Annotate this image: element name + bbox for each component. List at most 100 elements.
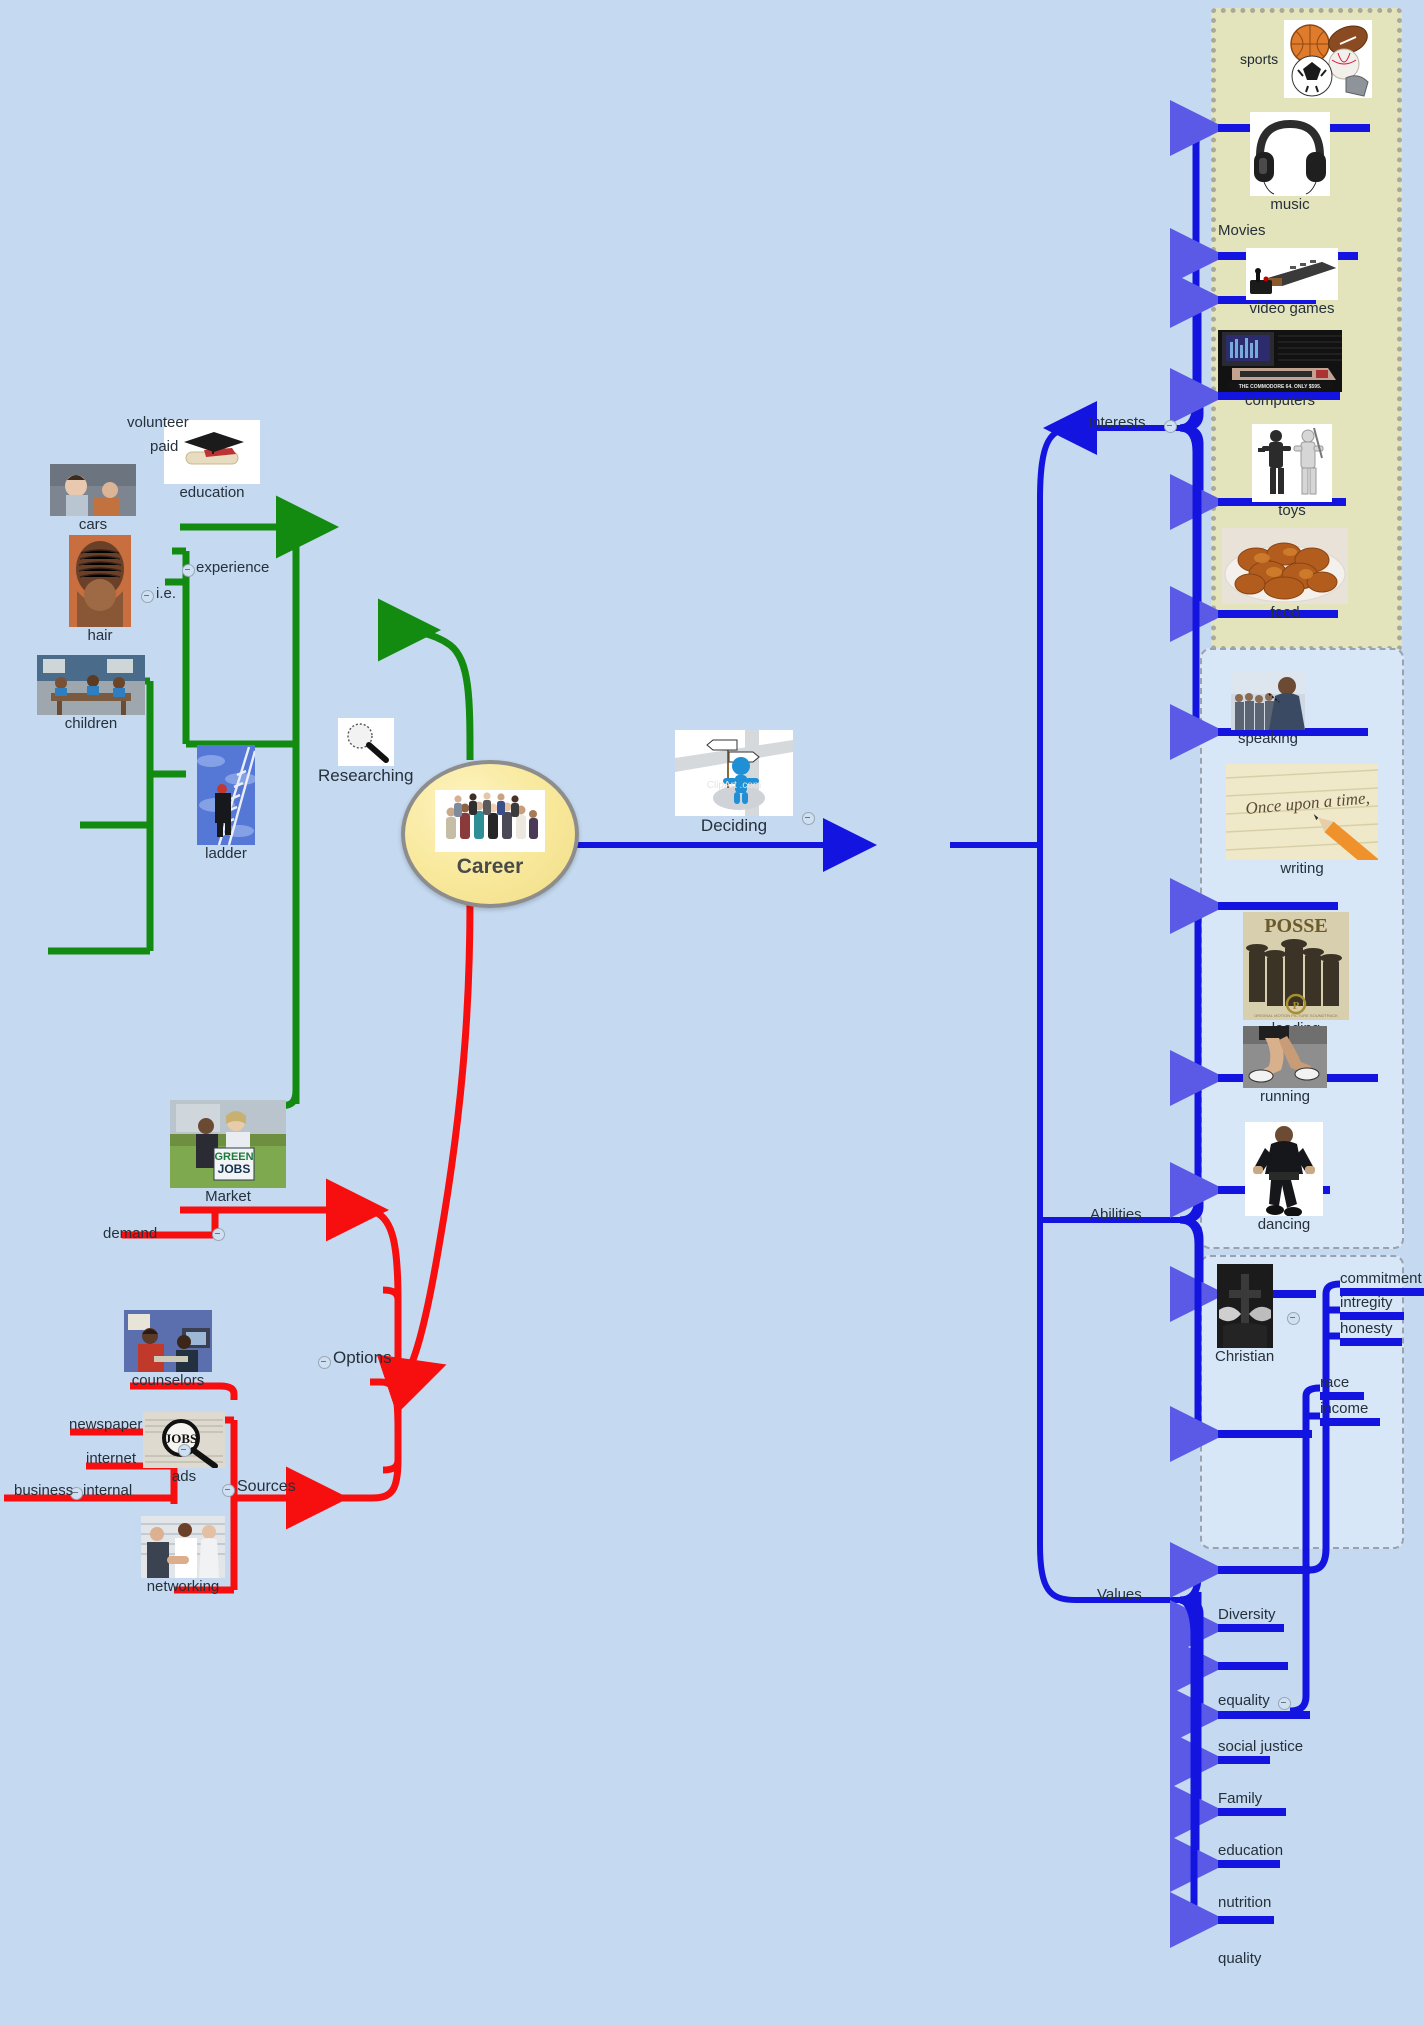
node-experience-label: experience xyxy=(196,559,270,576)
posse-movie-poster-photo: POSSE P ORIGINAL MOTION PICTURE SOUNDTRA… xyxy=(1243,912,1349,1020)
collapse-ads[interactable] xyxy=(178,1444,191,1457)
node-sports[interactable]: sports xyxy=(1240,20,1373,98)
node-ads[interactable]: JOBS ads xyxy=(143,1412,225,1485)
node-cars[interactable]: cars xyxy=(50,464,136,533)
node-movies[interactable]: Movies xyxy=(1218,222,1266,239)
graduation-cap-diploma-photo xyxy=(164,420,260,484)
node-honesty[interactable]: honesty xyxy=(1340,1320,1393,1337)
node-volunteer[interactable]: volunteer xyxy=(127,414,189,431)
node-internet[interactable]: internet xyxy=(86,1450,136,1467)
node-ie[interactable]: i.e. xyxy=(156,585,176,602)
node-christian-label: Christian xyxy=(1215,1348,1275,1365)
node-children[interactable]: children xyxy=(37,655,145,732)
node-family-label: Family xyxy=(1218,1790,1263,1807)
node-social-justice[interactable]: social justice xyxy=(1218,1738,1303,1755)
node-commitment-label: commitment xyxy=(1340,1270,1422,1287)
collapse-sources[interactable] xyxy=(222,1484,235,1497)
node-video-games[interactable]: video games xyxy=(1246,248,1338,317)
node-nutrition[interactable]: nutrition xyxy=(1218,1894,1271,1911)
node-intregity[interactable]: intregity xyxy=(1340,1294,1393,1311)
node-interests[interactable]: Interests xyxy=(1088,414,1146,431)
assorted-sports-balls-photo xyxy=(1284,20,1373,98)
node-family[interactable]: Family xyxy=(1218,1790,1262,1807)
node-income[interactable]: income xyxy=(1320,1400,1368,1417)
node-sources[interactable]: Sources xyxy=(237,1478,296,1496)
collapse-christian[interactable] xyxy=(1287,1312,1300,1325)
node-toys-label: toys xyxy=(1278,502,1306,519)
node-business[interactable]: business xyxy=(14,1482,73,1499)
svg-text:JOBS: JOBS xyxy=(218,1162,251,1176)
collapse-equality[interactable] xyxy=(1278,1697,1291,1710)
node-music[interactable]: music xyxy=(1250,112,1330,213)
node-ladder[interactable]: ladder xyxy=(197,745,257,862)
hands-holding-cross-photo xyxy=(1216,1264,1273,1348)
node-hair[interactable]: hair xyxy=(69,535,131,644)
node-speaking-label: speaking xyxy=(1237,730,1299,747)
collapse-demand[interactable] xyxy=(212,1228,225,1241)
node-networking[interactable]: networking xyxy=(141,1516,225,1595)
node-networking-label: networking xyxy=(146,1578,220,1595)
node-diversity-label: Diversity xyxy=(1218,1606,1276,1623)
node-speaking[interactable]: speaking xyxy=(1231,672,1305,747)
node-running[interactable]: running xyxy=(1243,1026,1327,1105)
node-writing[interactable]: Once upon a time, writing xyxy=(1225,764,1388,878)
node-music-label: music xyxy=(1270,196,1310,213)
node-demand[interactable]: demand xyxy=(103,1225,157,1242)
central-node-image xyxy=(435,789,545,852)
node-options[interactable]: Options xyxy=(333,1348,392,1368)
node-diversity[interactable]: Diversity xyxy=(1218,1606,1276,1623)
node-abilities[interactable]: Abilities xyxy=(1090,1206,1142,1223)
atari-console-joystick-photo xyxy=(1246,248,1338,300)
node-researching-label: Researching xyxy=(318,766,414,785)
node-sports-label: sports xyxy=(1240,51,1279,67)
node-ladder-label: ladder xyxy=(205,845,247,862)
collapse-internal[interactable] xyxy=(70,1487,83,1500)
node-children-label: children xyxy=(64,715,118,732)
node-computers[interactable]: THE COMMODORE 64. ONLY $595. computers xyxy=(1218,330,1342,409)
node-food[interactable]: food xyxy=(1222,528,1348,621)
node-cars-label: cars xyxy=(78,516,108,533)
collapse-ie[interactable] xyxy=(141,590,154,603)
node-race[interactable]: race xyxy=(1320,1374,1349,1391)
commodore-64-ad-photo: THE COMMODORE 64. ONLY $595. xyxy=(1218,330,1342,392)
node-education-label: education xyxy=(179,484,245,501)
collapse-interests[interactable] xyxy=(1164,420,1177,433)
node-paid[interactable]: paid xyxy=(150,438,178,455)
node-internal-label: internal xyxy=(83,1482,133,1499)
node-market[interactable]: GREEN JOBS Market xyxy=(170,1100,286,1205)
node-toys[interactable]: toys xyxy=(1252,424,1332,519)
collapse-experience[interactable] xyxy=(182,564,195,577)
man-dancing-photo xyxy=(1245,1122,1323,1217)
svg-text:JOBS: JOBS xyxy=(165,1431,198,1446)
node-internal[interactable]: internal xyxy=(83,1482,132,1499)
node-nutrition-label: nutrition xyxy=(1218,1894,1272,1911)
node-quality[interactable]: quality xyxy=(1218,1950,1261,1967)
person-at-crossroads-signpost-clipart: ClipArt .com xyxy=(675,730,793,816)
node-quality-label: quality xyxy=(1218,1950,1262,1967)
action-figures-photo xyxy=(1252,424,1332,502)
node-values-education[interactable]: education xyxy=(1218,1842,1283,1859)
node-deciding[interactable]: ClipArt .com Deciding xyxy=(675,730,793,836)
central-node-career[interactable]: Career xyxy=(401,760,579,908)
node-equality[interactable]: equality xyxy=(1218,1692,1270,1709)
node-dancing[interactable]: dancing xyxy=(1245,1122,1323,1233)
node-christian[interactable]: Christian xyxy=(1215,1264,1274,1365)
node-running-label: running xyxy=(1259,1088,1311,1105)
node-education[interactable]: education xyxy=(164,420,260,501)
node-demand-label: demand xyxy=(103,1225,158,1242)
node-counselors[interactable]: counselors xyxy=(124,1310,212,1389)
node-commitment[interactable]: commitment xyxy=(1340,1270,1422,1287)
node-experience[interactable]: experience xyxy=(196,559,269,576)
svg-text:THE COMMODORE 64. ONLY $595.: THE COMMODORE 64. ONLY $595. xyxy=(1239,384,1322,390)
collapse-options[interactable] xyxy=(318,1356,331,1369)
central-node-label: Career xyxy=(456,854,524,878)
node-intregity-label: intregity xyxy=(1340,1294,1393,1311)
node-values[interactable]: Values xyxy=(1097,1586,1142,1603)
node-food-label: food xyxy=(1270,604,1300,621)
node-deciding-label: Deciding xyxy=(700,816,768,835)
node-researching[interactable]: Researching xyxy=(318,718,413,786)
collapse-deciding[interactable] xyxy=(802,812,815,825)
node-leading[interactable]: POSSE P ORIGINAL MOTION PICTURE SOUNDTRA… xyxy=(1243,912,1349,1037)
node-newspaper[interactable]: newspaper xyxy=(69,1416,142,1433)
